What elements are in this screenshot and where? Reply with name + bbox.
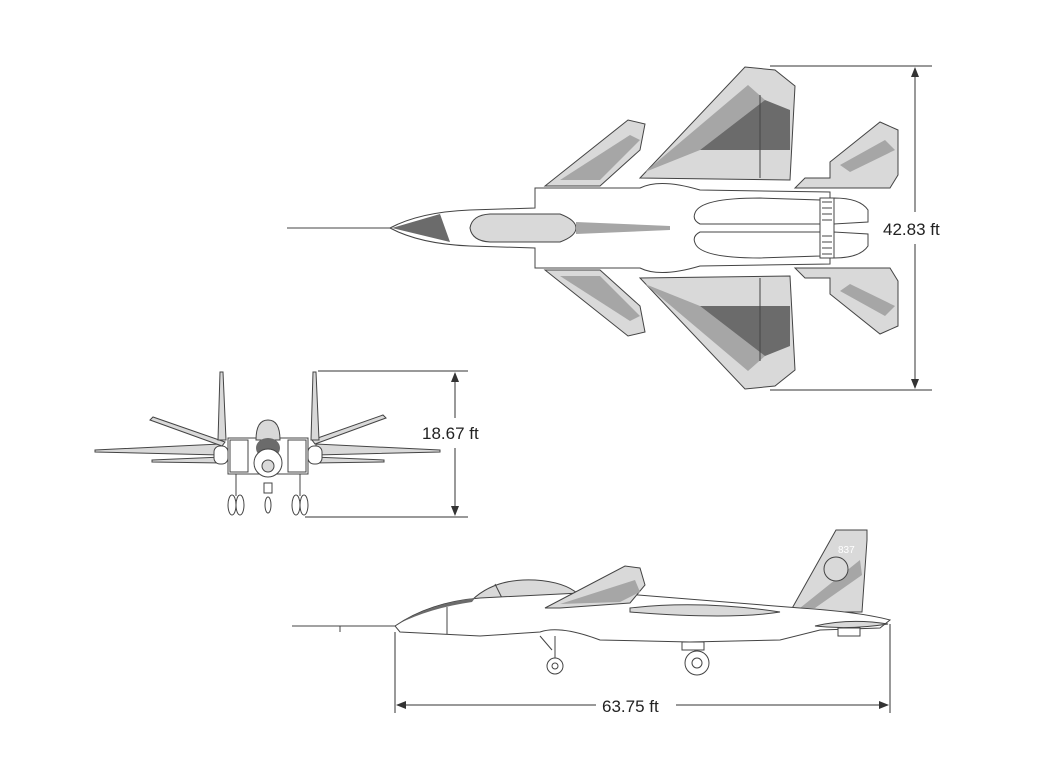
side-view: 837 63.75 ft xyxy=(292,529,892,716)
length-dimension: 63.75 ft xyxy=(394,624,891,716)
height-dimension: 18.67 ft xyxy=(305,370,479,518)
landing-gear-front xyxy=(227,474,309,516)
wingspan-dimension: 42.83 ft xyxy=(770,65,940,391)
wing-side xyxy=(629,604,781,617)
wing-right xyxy=(315,443,441,456)
wing-left xyxy=(94,443,221,456)
top-view: 42.83 ft xyxy=(287,65,940,391)
canard-lower xyxy=(543,269,646,337)
canard-right xyxy=(311,414,387,445)
height-label: 18.67 ft xyxy=(422,424,479,443)
length-label: 63.75 ft xyxy=(602,697,659,716)
front-view: 18.67 ft xyxy=(94,370,479,518)
main-wing-lower xyxy=(638,275,796,390)
landing-gear-side xyxy=(539,635,710,676)
fin-right xyxy=(310,371,320,441)
tail-roundel xyxy=(823,556,849,582)
fuselage-top xyxy=(287,183,869,273)
fin-left xyxy=(217,371,227,441)
tail-number: 837 xyxy=(838,545,855,556)
stabilizer-lower xyxy=(793,267,899,335)
canard-upper xyxy=(543,119,646,187)
canard-left xyxy=(149,416,226,447)
main-wing-upper xyxy=(638,66,796,181)
wingspan-label: 42.83 ft xyxy=(883,220,940,239)
stabilizer-upper xyxy=(793,121,899,189)
